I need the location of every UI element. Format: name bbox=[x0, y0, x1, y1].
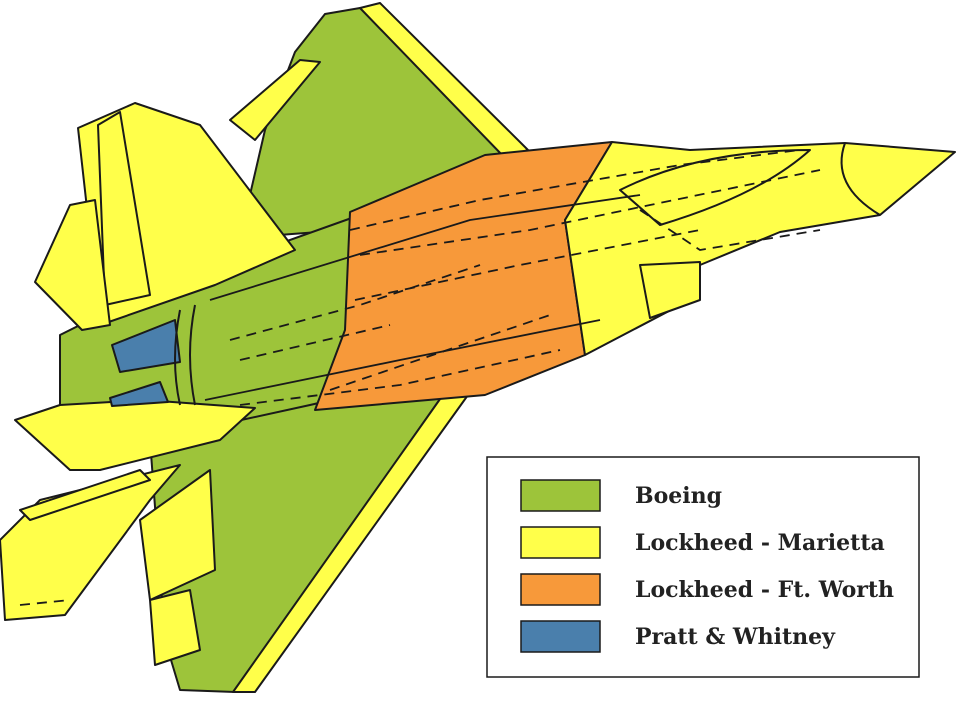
intake bbox=[639, 261, 701, 319]
lower-tail-edge bbox=[19, 469, 151, 521]
legend-label-boeing: Boeing bbox=[635, 483, 722, 509]
lower-horizontal-stabilizer bbox=[14, 399, 256, 471]
legend-swatch-lockheed-marietta bbox=[520, 526, 601, 559]
legend-label-lockheed-ft-worth: Lockheed - Ft. Worth bbox=[635, 577, 894, 603]
engine-nozzle-lower bbox=[109, 381, 169, 407]
panel-dashed-lines bbox=[19, 149, 821, 606]
nozzle-bulkhead-1 bbox=[174, 309, 181, 406]
legend-swatch-boeing bbox=[520, 479, 601, 512]
legend-label-pratt-whitney: Pratt & Whitney bbox=[635, 624, 836, 650]
engine-nozzle-upper bbox=[111, 319, 181, 373]
nozzle-bulkhead-2 bbox=[189, 304, 196, 406]
upper-horizontal-stabilizer bbox=[34, 199, 111, 331]
nose-cone-line bbox=[840, 142, 881, 216]
legend-swatch-lockheed-ft-worth bbox=[520, 573, 601, 606]
lower-wing-flap-outer bbox=[149, 589, 201, 666]
upper-wing-flap bbox=[229, 59, 321, 141]
canopy bbox=[619, 149, 811, 226]
fuselage-lines bbox=[204, 194, 641, 401]
upper-tail-rudder bbox=[97, 111, 151, 306]
legend-swatch-pratt-whitney bbox=[520, 620, 601, 653]
legend-label-lockheed-marietta: Lockheed - Marietta bbox=[635, 530, 885, 556]
aircraft-illustration bbox=[0, 2, 956, 693]
lower-wing-flap-inner bbox=[139, 469, 216, 601]
